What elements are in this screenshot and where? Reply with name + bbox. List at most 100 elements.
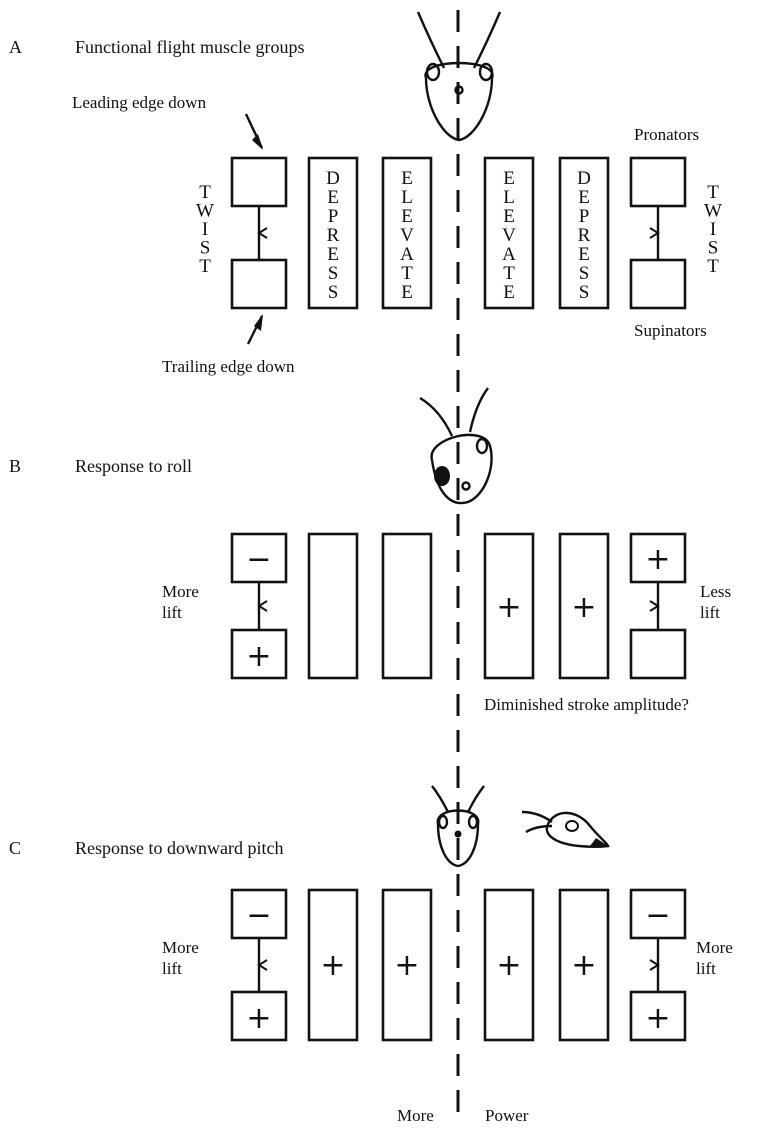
- depress-left-letter: P: [328, 206, 339, 227]
- insect-head-front-small-icon: [431, 785, 485, 868]
- twist-right-letter: T: [707, 182, 719, 203]
- bar-b-2: [381, 532, 433, 680]
- elevate-right-letter: L: [503, 187, 515, 208]
- b-left-label-2: lift: [162, 603, 182, 622]
- c-bottom-power: Power: [485, 1106, 529, 1125]
- bar-c-4: [558, 888, 610, 1042]
- box-b-left-bottom: [230, 628, 288, 680]
- arrow-trailing-icon: [246, 314, 264, 345]
- box-b-right-bottom: [629, 628, 687, 680]
- elevate-left-letter: L: [401, 187, 413, 208]
- elevate-left-letter: A: [400, 244, 414, 265]
- sign-c-bar-2: +: [394, 948, 419, 983]
- depress-left-letter: E: [327, 187, 339, 208]
- c-right-label-1: More: [696, 938, 733, 957]
- sign-c-left-top: −: [246, 898, 271, 933]
- twist-unit-left: [230, 156, 288, 310]
- twist-left-letter: S: [200, 238, 211, 259]
- panel-b-title: Response to roll: [75, 456, 192, 476]
- sign-c-bar-1: +: [320, 948, 345, 983]
- b-right-label-1: Less: [700, 582, 731, 601]
- b-left-label-1: More: [162, 582, 199, 601]
- trailing-edge-label: Trailing edge down: [162, 357, 295, 376]
- insect-head-rolled-icon: [419, 387, 493, 505]
- panel-a-letter: A: [9, 37, 22, 57]
- twist-left-letter: T: [199, 182, 211, 203]
- pronators-label: Pronators: [634, 125, 699, 144]
- elevate-right-letter: A: [502, 244, 516, 265]
- elevate-bar-left: [381, 156, 433, 310]
- sign-b-bar-4: +: [571, 590, 596, 625]
- c-left-label-2: lift: [162, 959, 182, 978]
- insect-head-front-icon: [416, 11, 502, 142]
- panel-c: C Response to downward pitch − +: [9, 785, 733, 1125]
- depress-left-letter: S: [328, 282, 339, 303]
- box-pronator-right: [629, 156, 687, 208]
- insect-head-side-icon: [521, 810, 610, 848]
- box-c-right-bottom: [629, 990, 687, 1042]
- depress-bar-left: [307, 156, 359, 310]
- depress-left-letter: S: [328, 263, 339, 284]
- elevate-left-letter: T: [401, 263, 413, 284]
- depress-right-letter: S: [579, 263, 590, 284]
- twist-right-letter: I: [710, 219, 716, 240]
- arrow-leading-icon: [244, 113, 264, 150]
- depress-left-letter: E: [327, 244, 339, 265]
- box-c-right-top: [629, 888, 687, 940]
- box-trailing-left: [230, 258, 288, 310]
- sign-b-right-top: +: [645, 542, 670, 577]
- sign-c-right-top: −: [645, 898, 670, 933]
- b-right-label-2: lift: [700, 603, 720, 622]
- sign-c-right-bottom: +: [645, 1001, 670, 1036]
- elevate-right-letter: E: [503, 206, 515, 227]
- depress-left-letter: D: [326, 168, 340, 189]
- twist-right-letter: S: [708, 238, 719, 259]
- panel-c-letter: C: [9, 838, 21, 858]
- sign-c-bar-4: +: [571, 948, 596, 983]
- box-supinator-right: [629, 258, 687, 310]
- panel-a: A Functional flight muscle groups Leadin…: [9, 11, 722, 376]
- c-left-label-1: More: [162, 938, 199, 957]
- twist-right-letter: T: [707, 256, 719, 277]
- twist-unit-right: [629, 156, 687, 310]
- bar-c-1: [307, 888, 359, 1042]
- depress-bar-right: [558, 156, 610, 310]
- box-leading-left: [230, 156, 288, 208]
- c-bottom-more: More: [397, 1106, 434, 1125]
- elevate-right-letter: E: [503, 168, 515, 189]
- b-note: Diminished stroke amplitude?: [484, 695, 689, 714]
- bar-c-2: [381, 888, 433, 1042]
- elevate-right-letter: V: [502, 225, 516, 246]
- sign-b-left-top: −: [246, 542, 271, 577]
- sign-c-left-bottom: +: [246, 1001, 271, 1036]
- bar-b-3: [483, 532, 535, 680]
- depress-right-letter: E: [578, 244, 590, 265]
- sign-b-bar-3: +: [496, 590, 521, 625]
- panel-b: B Response to roll − + + + + More li: [9, 387, 731, 714]
- elevate-left-letter: E: [401, 282, 413, 303]
- panel-b-letter: B: [9, 456, 21, 476]
- twist-left-letter: T: [199, 256, 211, 277]
- supinators-label: Supinators: [634, 321, 707, 340]
- bar-b-1: [307, 532, 359, 680]
- sign-c-bar-3: +: [496, 948, 521, 983]
- leading-edge-label: Leading edge down: [72, 93, 207, 112]
- elevate-right-letter: T: [503, 263, 515, 284]
- bar-b-4: [558, 532, 610, 680]
- elevate-bar-right: [483, 156, 535, 310]
- twist-left-letter: I: [202, 219, 208, 240]
- depress-right-letter: D: [577, 168, 591, 189]
- depress-right-letter: S: [579, 282, 590, 303]
- twist-left-letter: W: [196, 201, 214, 222]
- c-right-label-2: lift: [696, 959, 716, 978]
- depress-right-letter: R: [578, 225, 591, 246]
- bar-c-3: [483, 888, 535, 1042]
